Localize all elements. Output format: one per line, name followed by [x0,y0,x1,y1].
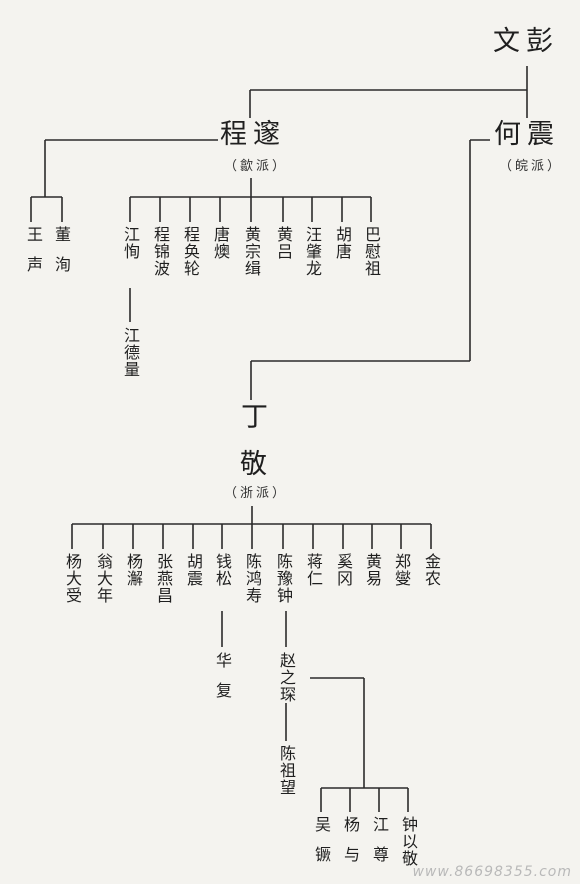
name-hua-fu: 华复 [213,652,232,712]
name-chen-yuzhong: 陈豫钟 [274,553,293,604]
name-zheng-xie: 郑燮 [392,553,411,587]
name-jin-nong: 金农 [422,553,441,587]
name-weng-danian: 翁大年 [94,553,113,604]
name-cheng-huanlun: 程奂轮 [181,226,200,277]
name-jiang-zun: 江尊 [370,816,389,876]
master-wen-peng: 文彭 [493,26,559,57]
name-chen-hongshou: 陈鸿寿 [243,553,262,604]
name-zhang-yanchang: 张燕昌 [154,553,173,604]
name-zhong-yijing: 钟以敬 [399,816,418,867]
school-label-zhe: （浙派） [224,486,289,501]
name-ba-weizu: 巴慰祖 [362,226,381,277]
name-tang-yu: 唐燠 [211,226,230,260]
name-huang-yi: 黄易 [363,553,382,587]
master-he-zhen: 何震 [494,119,560,150]
master-ding-jing-2: 敬 [240,449,273,480]
name-cheng-jinbo: 程锦波 [151,226,170,277]
name-wang-sheng: 王声 [24,226,43,286]
name-chen-zuwang: 陈祖望 [277,745,296,796]
name-hu-tang: 胡唐 [333,226,352,260]
name-wu-jue: 吴镢 [312,816,331,876]
name-yang-xie: 杨澥 [124,553,143,587]
name-jiang-ren: 蒋仁 [304,553,323,587]
name-huang-zongji: 黄宗缉 [242,226,261,277]
name-qian-song: 钱松 [213,553,232,587]
school-label-she: （歙派） [224,159,289,174]
name-yang-yu: 杨与 [341,816,360,876]
name-xi-gang: 奚冈 [334,553,353,587]
name-zhao-zhichen: 赵之琛 [277,652,296,703]
master-cheng-sui: 程邃 [220,119,286,150]
school-label-wan: （皖派） [499,159,564,174]
name-jiang-deliang: 江德量 [121,327,140,378]
master-ding-jing-1: 丁 [241,402,274,433]
name-dong-xun: 董洵 [52,226,71,286]
name-wang-zhaolong: 汪肇龙 [303,226,322,277]
name-jiang-xun: 江恂 [121,226,140,260]
name-yang-dashou: 杨大受 [63,553,82,604]
name-hu-zhen: 胡震 [184,553,203,587]
name-huang-lv: 黄吕 [274,226,293,260]
watermark: www.86698355.com [412,864,572,880]
